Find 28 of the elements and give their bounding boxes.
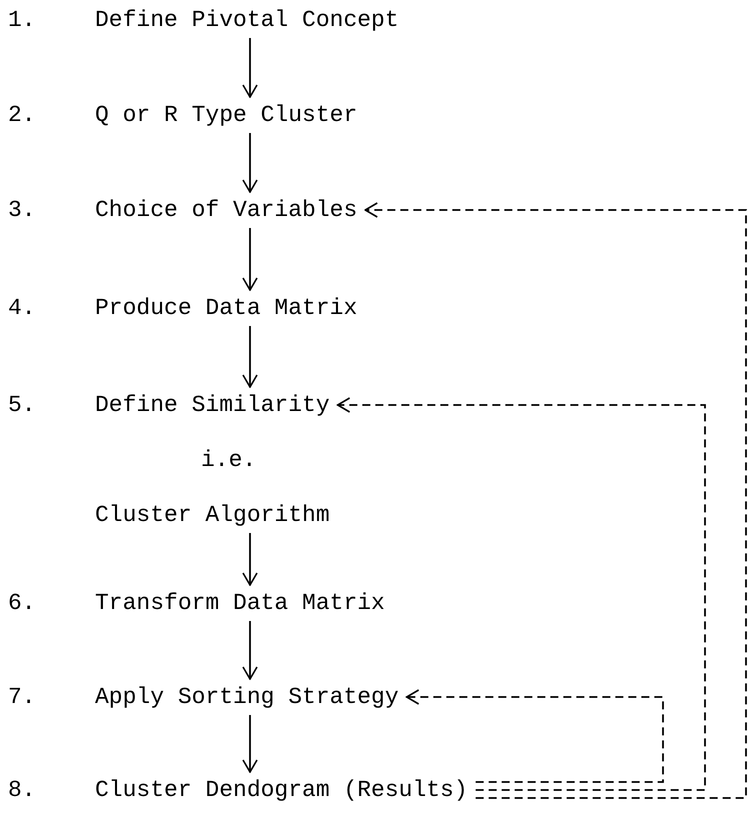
arrow — [242, 228, 258, 291]
arrow — [242, 38, 258, 98]
step-number: 4. — [8, 294, 37, 322]
dashed-feedback-arrow — [406, 689, 664, 783]
step-number: 6. — [8, 589, 37, 617]
step-label: Transform Data Matrix — [95, 589, 385, 617]
step-label: Produce Data Matrix — [95, 294, 358, 322]
step-number: 1. — [8, 6, 37, 34]
arrow — [242, 326, 258, 388]
step-number: 7. — [8, 683, 37, 711]
dashed-feedback-arrow — [336, 397, 706, 791]
dashed-feedback-arrow — [364, 202, 747, 799]
step-label: Define Similarity — [95, 391, 330, 419]
step-label: Cluster Dendogram (Results) — [95, 776, 468, 804]
arrow — [242, 533, 258, 586]
step-label: Q or R Type Cluster — [95, 101, 358, 129]
step-number: 3. — [8, 196, 37, 224]
arrow — [242, 715, 258, 773]
step-number: 8. — [8, 776, 37, 804]
step-label: Choice of Variables — [95, 196, 358, 224]
arrow — [242, 133, 258, 193]
step-label: Apply Sorting Strategy — [95, 683, 399, 711]
step-number: 2. — [8, 101, 37, 129]
step-label: Cluster Algorithm — [95, 501, 330, 529]
arrow — [242, 621, 258, 680]
step-number: 5. — [8, 391, 37, 420]
connector-text: i.e. — [200, 446, 258, 474]
step-label: Define Pivotal Concept — [95, 6, 399, 34]
